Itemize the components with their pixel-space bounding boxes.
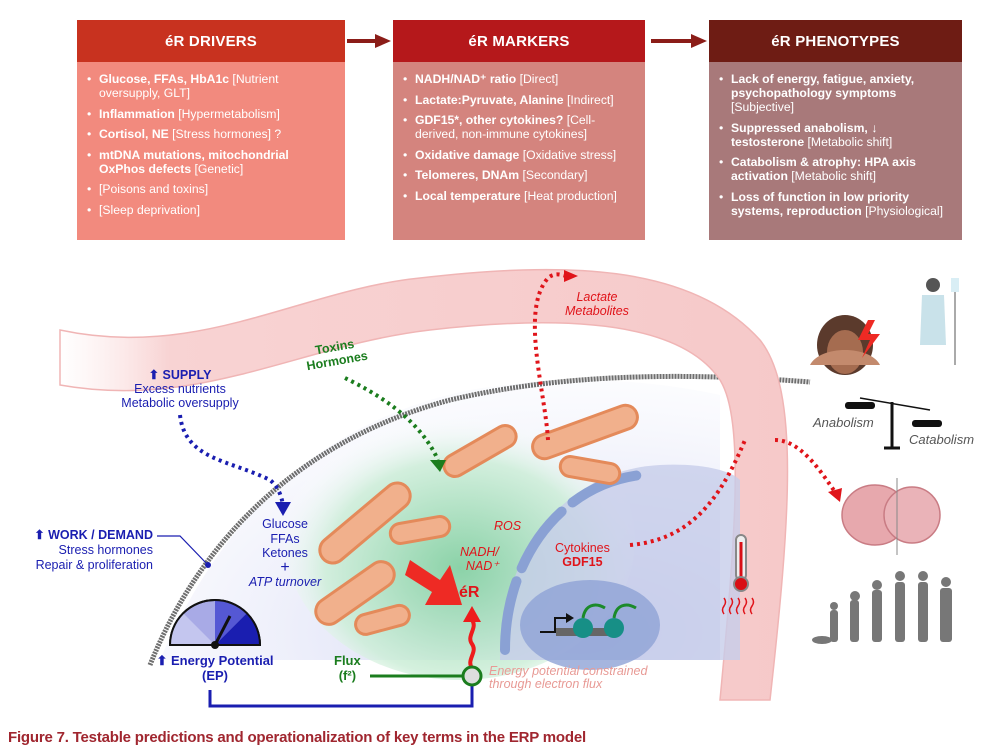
supply-line-2: Metabolic oversupply [121, 396, 239, 410]
list-item: Oxidative damage [Oxidative stress] [403, 148, 635, 162]
er-phenotypes-title: éR PHENOTYPES [709, 20, 962, 62]
metabolites-text: Metabolites [565, 304, 629, 318]
er-drivers-title: éR DRIVERS [77, 20, 345, 62]
er-phenotypes-list: Lack of energy, fatigue, anxiety, psycho… [709, 62, 962, 218]
er-label: éR [459, 584, 480, 601]
supply-line-1: Excess nutrients [134, 382, 226, 396]
flux-text: Flux [334, 653, 361, 668]
cell-membrane [147, 373, 811, 666]
gdf15-text: GDF15 [562, 555, 603, 569]
er-markers-title: éR MARKERS [393, 20, 645, 62]
er-big-arrow [405, 560, 462, 605]
list-item: GDF15*, other cytokines? [Cell-derived, … [403, 113, 635, 141]
brain-atrophy-icon [841, 478, 941, 555]
anabolism-label: Anabolism [813, 415, 874, 430]
er-markers-box: éR MARKERS NADH/NAD⁺ ratio [Direct] Lact… [393, 20, 645, 240]
flux-symbol: (f²) [338, 668, 357, 683]
substrates-label: Glucose FFAs Ketones + ATP turnover [240, 517, 330, 589]
list-item: Catabolism & atrophy: HPA axis activatio… [719, 155, 952, 183]
gauge-icon [168, 599, 262, 649]
energy-potential-label: ⬆ Energy Potential (EP) [145, 653, 285, 683]
demand-line-2: Repair & proliferation [35, 558, 153, 572]
work-demand-label: ⬆ WORK / DEMAND Stress hormones Repair &… [15, 528, 153, 573]
markers-to-phenotypes-arrow [651, 34, 707, 48]
list-item: Cortisol, NE [Stress hormones] ? [87, 127, 335, 141]
flux-label: Flux (f²) [334, 653, 361, 683]
demand-line-1: Stress hormones [58, 543, 153, 557]
cytokines-text: Cytokines [555, 541, 610, 555]
constraint-note: Energy potential constrained through ele… [489, 665, 647, 691]
list-item: Glucose, FFAs, HbA1c [Nutrient oversuppl… [87, 72, 335, 100]
supply-label: ⬆ SUPPLY Excess nutrients Metabolic over… [110, 368, 250, 410]
nucleus-icon [500, 464, 740, 670]
vessel-to-brain-dotted-arrow [774, 438, 837, 494]
list-item: [Poisons and toxins] [87, 182, 335, 196]
nadh-text: NADH/ [460, 545, 499, 559]
toxins-dotted-arrow [344, 376, 440, 461]
er-drivers-list: Glucose, FFAs, HbA1c [Nutrient oversuppl… [77, 62, 345, 217]
substrate-glucose: Glucose [262, 517, 308, 531]
list-item: Telomeres, DNAm [Secondary] [403, 168, 635, 182]
er-markers-list: NADH/NAD⁺ ratio [Direct] Lactate:Pyruvat… [393, 62, 645, 203]
list-item: Lactate:Pyruvate, Alanine [Indirect] [403, 93, 635, 107]
lactate-text: Lactate [576, 290, 618, 304]
list-item: NADH/NAD⁺ ratio [Direct] [403, 72, 635, 86]
ep-abbrev: (EP) [202, 668, 228, 683]
nadh-nad-label: NADH/ NAD⁺ [460, 545, 499, 573]
atp-turnover-label: ATP turnover [248, 574, 322, 589]
cytokines-dotted-arrow [629, 439, 747, 547]
stressed-person-icon [810, 315, 880, 375]
aging-silhouettes-icon [812, 571, 952, 644]
supply-dotted-arrow [178, 414, 285, 506]
list-item: Loss of function in low priority systems… [719, 190, 952, 218]
erp-model-illustration [59, 268, 959, 708]
substrate-plus: + [280, 558, 290, 576]
substrate-ffas: FFAs [270, 531, 300, 546]
drivers-to-markers-arrow [347, 34, 391, 48]
list-item: mtDNA mutations, mitochondrial OxPhos de… [87, 148, 335, 176]
lactate-metabolites-label: Lactate Metabolites [565, 290, 629, 318]
list-item: [Sleep deprivation] [87, 203, 335, 217]
er-drivers-box: éR DRIVERS Glucose, FFAs, HbA1c [Nutrien… [77, 20, 345, 240]
flux-node [461, 665, 483, 687]
blood-vessel [59, 268, 789, 701]
ros-label: ROS [494, 519, 522, 533]
er-wavy-arrow [468, 618, 476, 670]
constraint-line-2: through electron flux [489, 677, 603, 691]
catabolism-label: Catabolism [909, 432, 975, 447]
mitochondria-icon [314, 403, 639, 636]
hospital-patient-icon [920, 278, 959, 365]
list-item: Local temperature [Heat production] [403, 189, 635, 203]
constraint-line-1: Energy potential constrained [489, 664, 648, 678]
list-item: Lack of energy, fatigue, anxiety, psycho… [719, 72, 952, 114]
list-item: Inflammation [Hypermetabolism] [87, 107, 335, 121]
cytokines-label: Cytokines GDF15 [555, 541, 610, 569]
nad-text: NAD⁺ [465, 559, 499, 573]
energy-potential-line [208, 680, 474, 708]
energy-potential-text: ⬆ Energy Potential [156, 653, 274, 668]
demand-pointer-line [157, 535, 211, 568]
supply-title: ⬆ SUPPLY [148, 368, 212, 382]
substrate-ketones: Ketones [262, 546, 308, 560]
balance-scale-icon [845, 397, 942, 450]
demand-title: ⬆ WORK / DEMAND [34, 528, 153, 542]
list-item: Suppressed anabolism, ↓ testosterone [Me… [719, 121, 952, 149]
figure-caption: Figure 7. Testable predictions and opera… [8, 729, 586, 746]
thermometer-icon [721, 534, 755, 615]
er-phenotypes-box: éR PHENOTYPES Lack of energy, fatigue, a… [709, 20, 962, 240]
